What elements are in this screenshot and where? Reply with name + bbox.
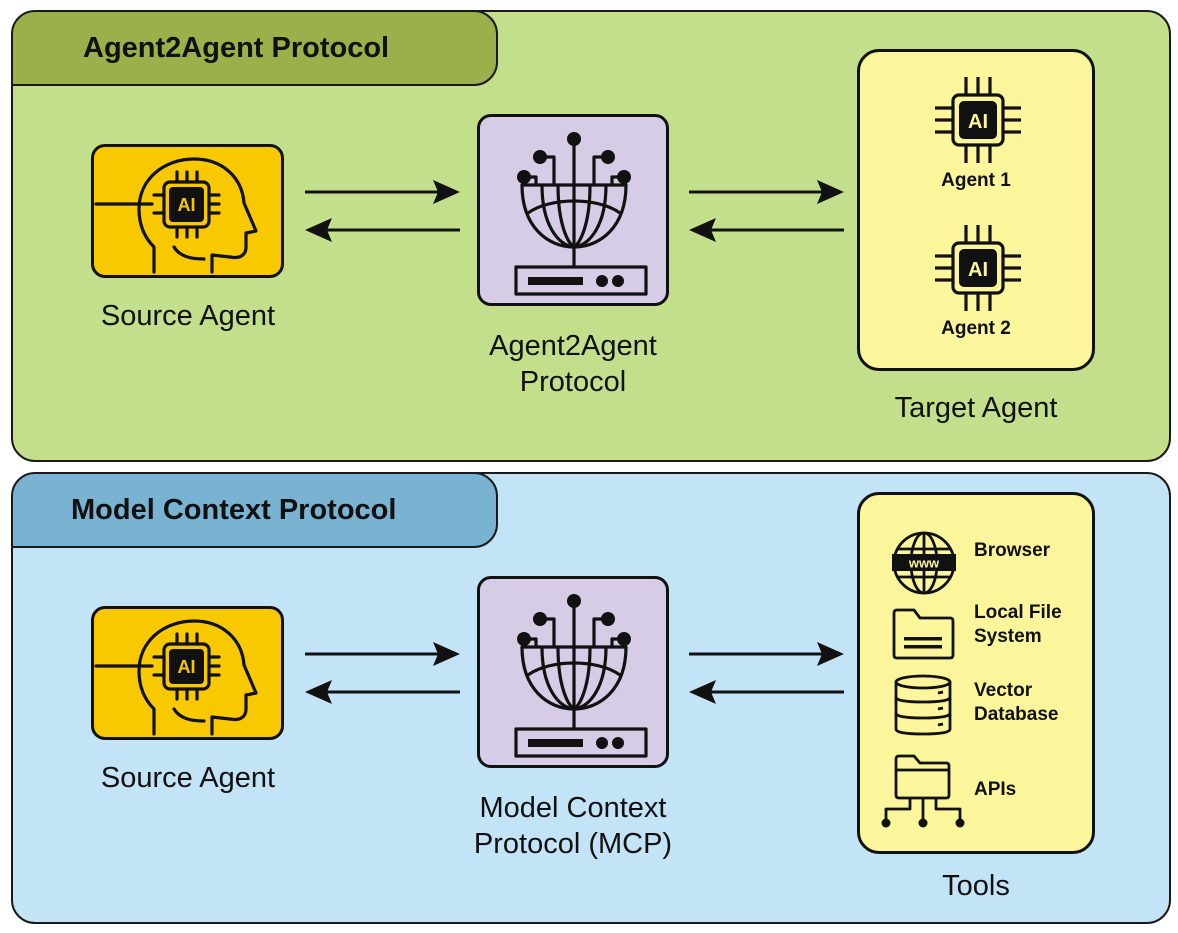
tools-label: Tools [942,870,1010,902]
tool-label-line1: Local File [974,602,1062,623]
source-agent-label: Source Agent [100,300,276,332]
mcp-protocol-label: Model Context Protocol (MCP) [430,790,716,862]
arrow-left-icon [305,680,332,704]
source-agent-box: AI [91,606,284,740]
network-globe-server-icon [514,132,648,296]
a2a-protocol-label: Agent2Agent Protocol [440,328,706,400]
protocol-label-line2: Protocol (MCP) [473,828,673,860]
tool-label-line1: APIs [974,779,1017,800]
bidirectional-arrows [305,642,460,704]
database-icon [894,674,952,736]
arrow-right-icon [433,642,460,666]
target-agent-label: Target Agent [894,392,1058,424]
arrow-right-icon [817,642,844,666]
arrow-right-icon [433,180,460,204]
bidirectional-arrows [689,180,844,242]
tool-label-apis: APIs [974,778,1016,802]
ai-chip-icon: AI [935,225,1021,311]
mcp-protocol-box [477,576,669,768]
network-globe-server-icon [514,594,648,758]
ai-chip-icon: AI [935,77,1021,163]
protocol-label-line1: Agent2Agent [489,330,657,362]
tool-label-line2: Database [974,704,1059,725]
arrow-left-icon [689,680,716,704]
bidirectional-arrows [689,642,844,704]
tool-label-line2: System [974,626,1042,647]
tool-label-browser: Browser [974,539,1050,563]
www-text: www [908,556,940,571]
tool-label-local-file-system: Local File System [974,601,1062,649]
ai-chip-text: AI [178,195,196,215]
ai-chip-text: AI [968,111,988,133]
arrow-right-icon [817,180,844,204]
a2a-protocol-box [477,114,669,306]
a2a-section-title: Agent2Agent Protocol [13,12,498,86]
target-agent-box: AI Agent 1 AI Agent 2 [857,49,1095,371]
ai-chip-text: AI [178,657,196,677]
globe-www-icon: www [892,531,956,595]
agent-2-label: Agent 2 [941,318,1011,339]
mcp-section-title: Model Context Protocol [13,474,498,548]
folder-icon [892,608,955,660]
arrow-left-icon [305,218,332,242]
ai-head-icon: AI [94,619,258,736]
arrow-left-icon [689,218,716,242]
agent-1-label: Agent 1 [941,170,1011,191]
ai-chip-text: AI [968,259,988,281]
tools-box: www Browser Local File System Vector Dat… [857,492,1095,854]
protocol-label-line1: Model Context [479,792,667,824]
tool-label-vector-database: Vector Database [974,679,1059,727]
source-agent-label: Source Agent [100,762,276,794]
api-network-icon [881,754,965,828]
ai-head-icon: AI [94,157,258,274]
source-agent-box: AI [91,144,284,278]
protocol-label-line2: Protocol [519,366,627,398]
tool-label-line1: Vector [974,680,1033,701]
bidirectional-arrows [305,180,460,242]
tool-label-line1: Browser [974,540,1051,561]
